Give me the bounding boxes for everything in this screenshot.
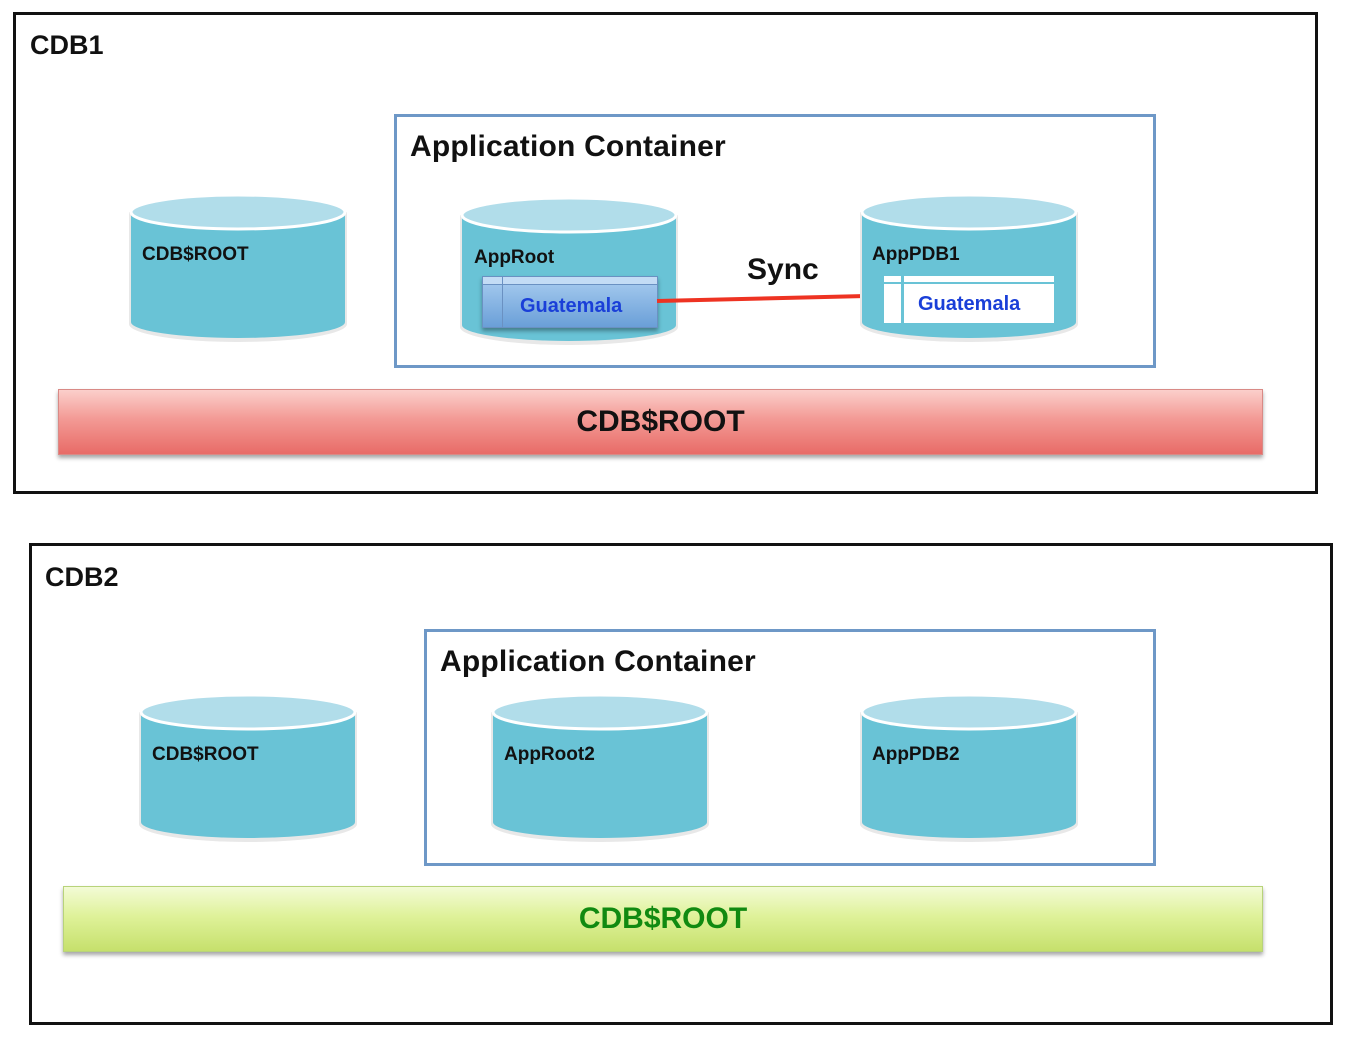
sync-label: Sync bbox=[747, 253, 819, 286]
cdb1-app-pdb-database: AppPDB1 bbox=[855, 193, 1083, 350]
cdb2-root-database: CDB$ROOT bbox=[134, 693, 362, 850]
cdb2-root-bar: CDB$ROOT bbox=[63, 886, 1263, 952]
cdb1-root-database-label: CDB$ROOT bbox=[142, 244, 249, 265]
cdb1-root-database: CDB$ROOT bbox=[124, 193, 352, 350]
database-icon bbox=[860, 693, 1078, 842]
cdb2-application-container-title: Application Container bbox=[440, 645, 756, 678]
cdb1-app-root-database: AppRoot bbox=[455, 196, 683, 353]
cdb2-app-pdb-label: AppPDB2 bbox=[872, 744, 960, 765]
database-icon bbox=[127, 193, 347, 345]
table-column-divider bbox=[502, 277, 503, 327]
cdb2-root-database-label: CDB$ROOT bbox=[152, 744, 259, 765]
database-icon bbox=[460, 196, 678, 345]
cdb1-app-root-table bbox=[482, 276, 658, 328]
cdb1-application-container-title: Application Container bbox=[410, 130, 726, 163]
database-icon bbox=[491, 693, 709, 842]
database-icon bbox=[139, 693, 357, 842]
cdb2-title: CDB2 bbox=[45, 562, 119, 592]
cdb2-app-pdb-database: AppPDB2 bbox=[855, 693, 1083, 850]
table-header-row bbox=[884, 276, 1054, 284]
cdb1-app-pdb-table-label: Guatemala bbox=[918, 293, 1021, 315]
cdb1-title: CDB1 bbox=[30, 30, 104, 60]
cdb2-app-root-database: AppRoot2 bbox=[486, 693, 714, 850]
table-header-row bbox=[483, 277, 657, 285]
database-icon bbox=[860, 193, 1078, 342]
cdb1-app-pdb-label: AppPDB1 bbox=[872, 244, 960, 265]
cdb1-app-root-label: AppRoot bbox=[474, 247, 555, 268]
cdb1-app-pdb-table bbox=[884, 276, 1054, 323]
cdb2-app-root-label: AppRoot2 bbox=[504, 744, 595, 765]
table-column-divider bbox=[901, 276, 904, 323]
cdb1-app-root-table-label: Guatemala bbox=[520, 295, 623, 317]
cdb1-root-bar: CDB$ROOT bbox=[58, 389, 1263, 455]
